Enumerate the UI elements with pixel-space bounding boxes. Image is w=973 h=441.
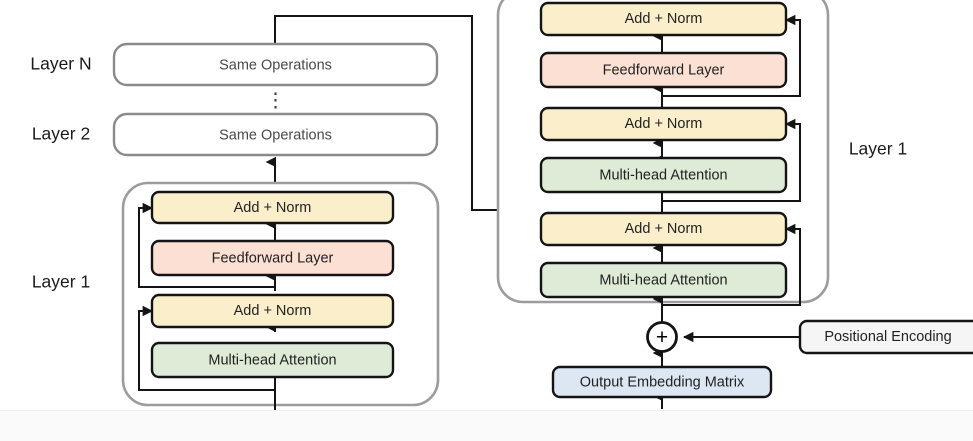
encoder-layer-2-box <box>112 112 439 157</box>
decoder-cross-attention-label: Multi-head Attention <box>599 167 727 183</box>
encoder-ellipsis: ⋮ <box>266 89 286 111</box>
positional-encoding-box[interactable] <box>798 319 973 355</box>
encoder-attention-box[interactable] <box>150 341 395 379</box>
decoder-add-norm-top-box[interactable] <box>539 1 788 37</box>
decoder-add-norm-mid-box[interactable] <box>539 106 788 142</box>
decoder-residual-cross-attention-wire <box>662 118 801 202</box>
encoder-feedforward-label: Feedforward Layer <box>212 250 334 266</box>
output-embedding-label: Output Embedding Matrix <box>580 374 745 390</box>
decoder-self-attention-box[interactable] <box>539 261 788 299</box>
encoder-side-label-1: Layer 1 <box>32 272 90 292</box>
encoder-layer-2-label: Same Operations <box>219 127 332 143</box>
encoder-attention-label: Multi-head Attention <box>208 352 336 368</box>
encoder-feedforward-box[interactable] <box>150 239 395 277</box>
encoder-layer-n-label: Same Operations <box>219 57 332 73</box>
decoder-residual-self-attention-wire <box>662 223 801 306</box>
output-embedding-box[interactable] <box>551 365 773 399</box>
decoder-add-norm-mid-label: Add + Norm <box>625 116 703 132</box>
decoder-add-norm-top-label: Add + Norm <box>625 11 703 27</box>
encoder-add-norm-upper-box[interactable] <box>150 190 395 225</box>
positional-encoding-label: Positional Encoding <box>824 329 951 345</box>
encoder-residual-attention-wire <box>138 305 275 391</box>
decoder-self-attention-label: Multi-head Attention <box>599 272 727 288</box>
encoder-add-norm-upper-label: Add + Norm <box>234 200 312 216</box>
sum-node-label: + <box>656 326 668 349</box>
decoder-side-label-1: Layer 1 <box>849 139 907 159</box>
sum-node[interactable] <box>646 321 678 353</box>
encoder-add-norm-lower-box[interactable] <box>150 293 395 329</box>
encoder-side-label-2: Layer 2 <box>32 124 90 144</box>
decoder-residual-feedforward-wire <box>662 14 801 97</box>
decoder-cross-attention-box[interactable] <box>539 156 788 194</box>
decoder-feedforward-label: Feedforward Layer <box>603 62 725 78</box>
encoder-layer-n-box <box>112 42 439 87</box>
decoder-feedforward-box[interactable] <box>539 51 788 89</box>
decoder-add-norm-bottom-label: Add + Norm <box>625 221 703 237</box>
encoder-add-norm-lower-label: Add + Norm <box>234 303 312 319</box>
start-token-label: <begin> <box>637 418 688 434</box>
decoder-add-norm-bottom-box[interactable] <box>539 211 788 247</box>
encoder-residual-feedforward-wire <box>138 202 275 288</box>
encoder-side-label-n: Layer N <box>30 54 91 74</box>
